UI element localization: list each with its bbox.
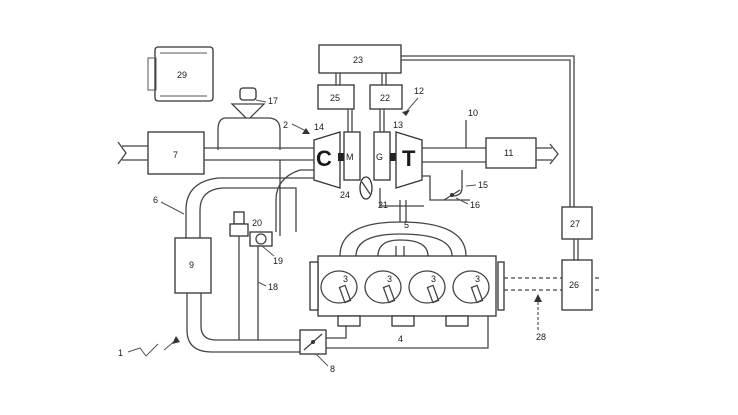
motor-m: M 24 (338, 109, 361, 200)
box-25: 25 (317, 73, 355, 110)
svg-text:22: 22 (380, 93, 390, 103)
electric-machine-26: 26 (561, 259, 593, 311)
svg-text:11: 11 (504, 148, 513, 158)
svg-text:5: 5 (404, 220, 409, 230)
svg-text:3: 3 (475, 274, 480, 284)
egr-valve-16: 16 (443, 189, 480, 210)
svg-text:24: 24 (340, 190, 350, 200)
svg-text:3: 3 (343, 274, 348, 284)
svg-text:T: T (402, 146, 416, 171)
engine-block-4: 4 (309, 255, 505, 344)
svg-text:10: 10 (468, 108, 478, 118)
svg-text:C: C (316, 146, 332, 171)
svg-text:9: 9 (189, 260, 194, 270)
valve-20: 20 (229, 211, 262, 237)
svg-text:28: 28 (536, 332, 546, 342)
intercooler-9: 9 (174, 237, 212, 294)
svg-text:7: 7 (173, 150, 178, 160)
box-22: 22 (369, 73, 403, 110)
svg-text:19: 19 (273, 256, 283, 266)
throttle-8: 8 (299, 329, 335, 374)
cylinder-3: 3 (408, 270, 446, 304)
compressor-14: C 14 (313, 122, 341, 189)
label-29: 29 (177, 70, 187, 80)
generator-g: G (373, 109, 396, 181)
air-filter-7: 7 (147, 131, 205, 175)
turbine-13: T 13 (393, 120, 423, 189)
svg-text:1: 1 (118, 348, 123, 358)
svg-text:20: 20 (252, 218, 262, 228)
cylinder-4: 3 (452, 270, 490, 304)
catalyst-11: 11 (485, 137, 537, 169)
svg-text:17: 17 (268, 96, 278, 106)
svg-text:2: 2 (283, 120, 288, 130)
svg-text:8: 8 (330, 364, 335, 374)
svg-text:M: M (346, 152, 354, 162)
box-27: 27 (561, 206, 593, 240)
svg-text:27: 27 (570, 219, 580, 229)
svg-text:23: 23 (353, 55, 363, 65)
ecu-29: 29 (147, 46, 214, 102)
svg-text:25: 25 (330, 93, 340, 103)
svg-text:14: 14 (314, 122, 324, 132)
valve-17: 17 (230, 87, 278, 119)
svg-text:13: 13 (393, 120, 403, 130)
controller-23: 23 (318, 44, 402, 74)
svg-text:16: 16 (470, 200, 480, 210)
svg-text:6: 6 (153, 195, 158, 205)
svg-text:3: 3 (387, 274, 392, 284)
cylinder-2: 3 (364, 270, 402, 304)
svg-text:3: 3 (431, 274, 436, 284)
svg-text:G: G (376, 152, 383, 162)
svg-text:21: 21 (378, 200, 388, 210)
svg-text:4: 4 (398, 334, 403, 344)
svg-text:18: 18 (268, 282, 278, 292)
cylinder-1: 3 (320, 270, 358, 304)
wastegate-21: 21 (359, 176, 388, 210)
svg-text:26: 26 (569, 280, 579, 290)
svg-text:15: 15 (478, 180, 488, 190)
svg-text:12: 12 (414, 86, 424, 96)
valve-19: 19 (249, 231, 283, 266)
